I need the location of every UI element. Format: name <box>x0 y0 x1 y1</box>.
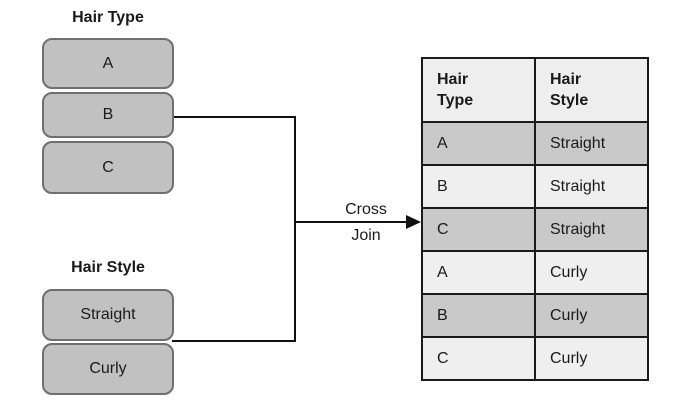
cross-join-label-line2: Join <box>351 227 381 244</box>
column-header-hair-style-label: Hair Style <box>550 71 589 109</box>
cell-hair-style: Curly <box>534 293 649 338</box>
cell-hair-type: A <box>421 250 536 295</box>
cell-hair-style: Straight <box>534 207 649 252</box>
cross-join-result-table: Hair Type Hair Style A Straight B Straig… <box>421 57 649 381</box>
column-header-hair-style: Hair Style <box>534 57 649 123</box>
hair-style-node-curly: Curly <box>42 343 174 395</box>
hair-style-list-title: Hair Style <box>71 259 145 276</box>
table-row: C Straight <box>421 207 649 252</box>
cell-hair-style: Curly <box>534 336 649 381</box>
connector-line-from-hair-style <box>172 340 296 342</box>
hair-type-node-a: A <box>42 38 174 89</box>
table-row: A Straight <box>421 121 649 166</box>
table-row: A Curly <box>421 250 649 295</box>
table-header-row: Hair Type Hair Style <box>421 57 649 123</box>
hair-type-list-title: Hair Type <box>72 9 144 26</box>
table-row: C Curly <box>421 336 649 381</box>
table-row: B Straight <box>421 164 649 209</box>
cell-hair-style: Curly <box>534 250 649 295</box>
hair-type-node-c: C <box>42 141 174 194</box>
connector-arrow-shaft <box>294 221 408 223</box>
hair-type-node-b: B <box>42 92 174 138</box>
arrow-head-icon <box>406 215 421 229</box>
cell-hair-type: B <box>421 164 536 209</box>
column-header-hair-type: Hair Type <box>421 57 536 123</box>
column-header-hair-type-label: Hair Type <box>437 71 474 109</box>
cell-hair-type: C <box>421 207 536 252</box>
cell-hair-style: Straight <box>534 121 649 166</box>
cell-hair-style: Straight <box>534 164 649 209</box>
hair-style-node-straight: Straight <box>42 289 174 341</box>
cell-hair-type: A <box>421 121 536 166</box>
connector-line-vertical <box>294 116 296 342</box>
table-row: B Curly <box>421 293 649 338</box>
cell-hair-type: B <box>421 293 536 338</box>
connector-line-from-hair-type <box>174 116 296 118</box>
cross-join-label-line1: Cross <box>345 201 387 218</box>
cell-hair-type: C <box>421 336 536 381</box>
